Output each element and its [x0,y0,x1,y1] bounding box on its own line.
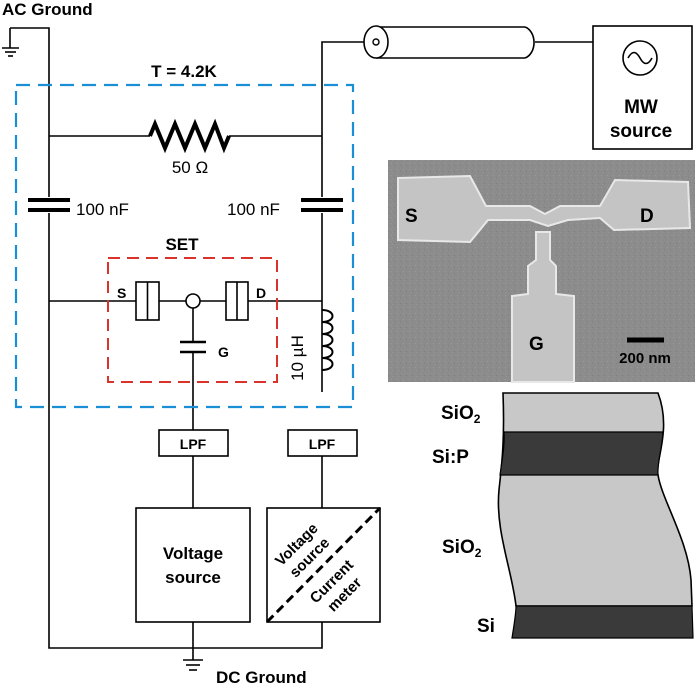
layer-si-label: Si [477,616,495,637]
sem-micrograph: S D G 200 nm [388,160,695,383]
capacitor-left: 100 nF [28,197,129,219]
set-source-label: S [117,285,126,301]
voltage-source-label-1: Voltage [163,544,223,563]
set-box [107,257,278,383]
ac-ground-icon [2,28,19,57]
mw-source-box: MW source [592,25,693,150]
voltage-source-label-2: source [165,568,221,587]
gate-capacitor: G [180,340,229,360]
wires [10,27,593,660]
lpf-right: LPF [287,429,358,457]
dc-ground: DC Ground [183,659,307,685]
mw-source-label-2: source [610,121,672,142]
lpf-left: LPF [158,429,229,457]
sem-drain-label: D [640,206,654,227]
temperature-label: T = 4.2K [151,62,217,81]
voltage-source-box: Voltage source [135,507,251,623]
tunnel-junction-drain [225,281,249,321]
resistor-label: 50 Ω [172,158,208,177]
coax-cable [363,25,535,59]
lpf-right-label: LPF [309,436,336,452]
layer-sip-label: Si:P [432,447,469,468]
inductor-label: 10 µH [288,335,307,381]
set-title: SET [165,235,199,254]
source-meter-box: Voltage source Current meter [265,506,382,624]
lpf-left-label: LPF [180,436,207,452]
resistor-50-ohm: 50 Ω [148,118,231,177]
tunnel-junction-source [135,281,160,321]
set-gate-label: G [218,344,229,360]
set-drain-label: D [256,285,266,301]
mw-source-label-1: MW [624,97,658,118]
layer-stack: SiO2 Si:P SiO2 Si [432,392,694,639]
scalebar-label: 200 nm [619,350,671,367]
ac-ground-label: AC Ground [2,0,93,19]
quantum-island [185,293,201,309]
dc-ground-icon [183,659,203,671]
capacitor-left-label: 100 nF [76,200,129,219]
layer-sio2-mid-label: SiO2 [442,537,482,560]
dc-ground-label: DC Ground [216,668,307,685]
capacitor-right-label: 100 nF [227,200,280,219]
sem-source-label: S [405,206,418,227]
capacitor-right: 100 nF [227,197,343,219]
sem-gate-label: G [529,334,544,355]
ac-ground: AC Ground [2,0,93,57]
inductor-10-uh: 10 µH [288,309,334,381]
cryostat-box [14,83,355,409]
layer-sio2-top-label: SiO2 [441,403,481,426]
